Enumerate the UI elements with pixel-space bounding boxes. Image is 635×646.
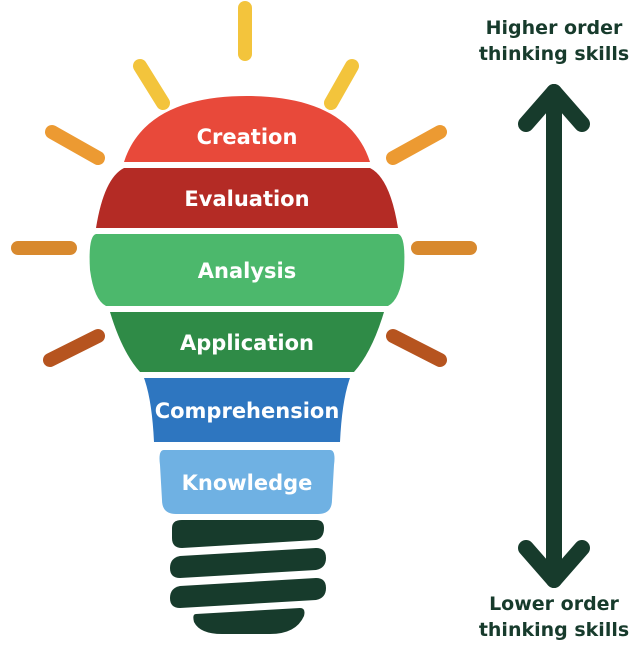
base-thread-2 xyxy=(170,548,326,578)
base-thread-1 xyxy=(172,520,324,548)
label-creation: Creation xyxy=(197,125,298,149)
band-evaluation xyxy=(96,168,398,228)
label-evaluation: Evaluation xyxy=(184,187,309,211)
band-knowledge xyxy=(159,450,335,514)
ray-lower-right xyxy=(386,329,447,367)
arrow-head-up-icon xyxy=(518,84,590,132)
base-thread-3 xyxy=(170,578,326,608)
band-analysis xyxy=(89,234,405,306)
arrow-head-down-icon xyxy=(518,540,590,588)
label-analysis: Analysis xyxy=(198,259,296,283)
label-knowledge: Knowledge xyxy=(182,471,313,495)
higher-order-label: Higher order thinking skills xyxy=(479,17,629,65)
lower-order-label: Lower order thinking skills xyxy=(479,593,629,641)
light-rays xyxy=(11,1,477,367)
higher-order-line1: Higher order xyxy=(486,17,623,39)
level-labels: Creation Evaluation Analysis Application… xyxy=(155,125,340,495)
lower-order-line2: thinking skills xyxy=(479,619,629,641)
band-creation xyxy=(124,96,370,162)
bulb-levels xyxy=(89,96,405,514)
ray-top-right xyxy=(324,59,359,110)
ray-upper-left xyxy=(45,125,105,165)
double-arrow xyxy=(518,84,590,588)
label-application: Application xyxy=(180,331,314,355)
bulb-base xyxy=(170,520,326,634)
lower-order-line1: Lower order xyxy=(489,593,619,615)
band-comprehension xyxy=(144,378,350,442)
base-tip xyxy=(193,608,305,634)
band-application xyxy=(110,312,384,372)
ray-top-left xyxy=(133,59,170,110)
label-comprehension: Comprehension xyxy=(155,399,340,423)
ray-upper-right xyxy=(386,125,447,165)
higher-order-line2: thinking skills xyxy=(479,43,629,65)
ray-lower-left xyxy=(43,329,105,367)
